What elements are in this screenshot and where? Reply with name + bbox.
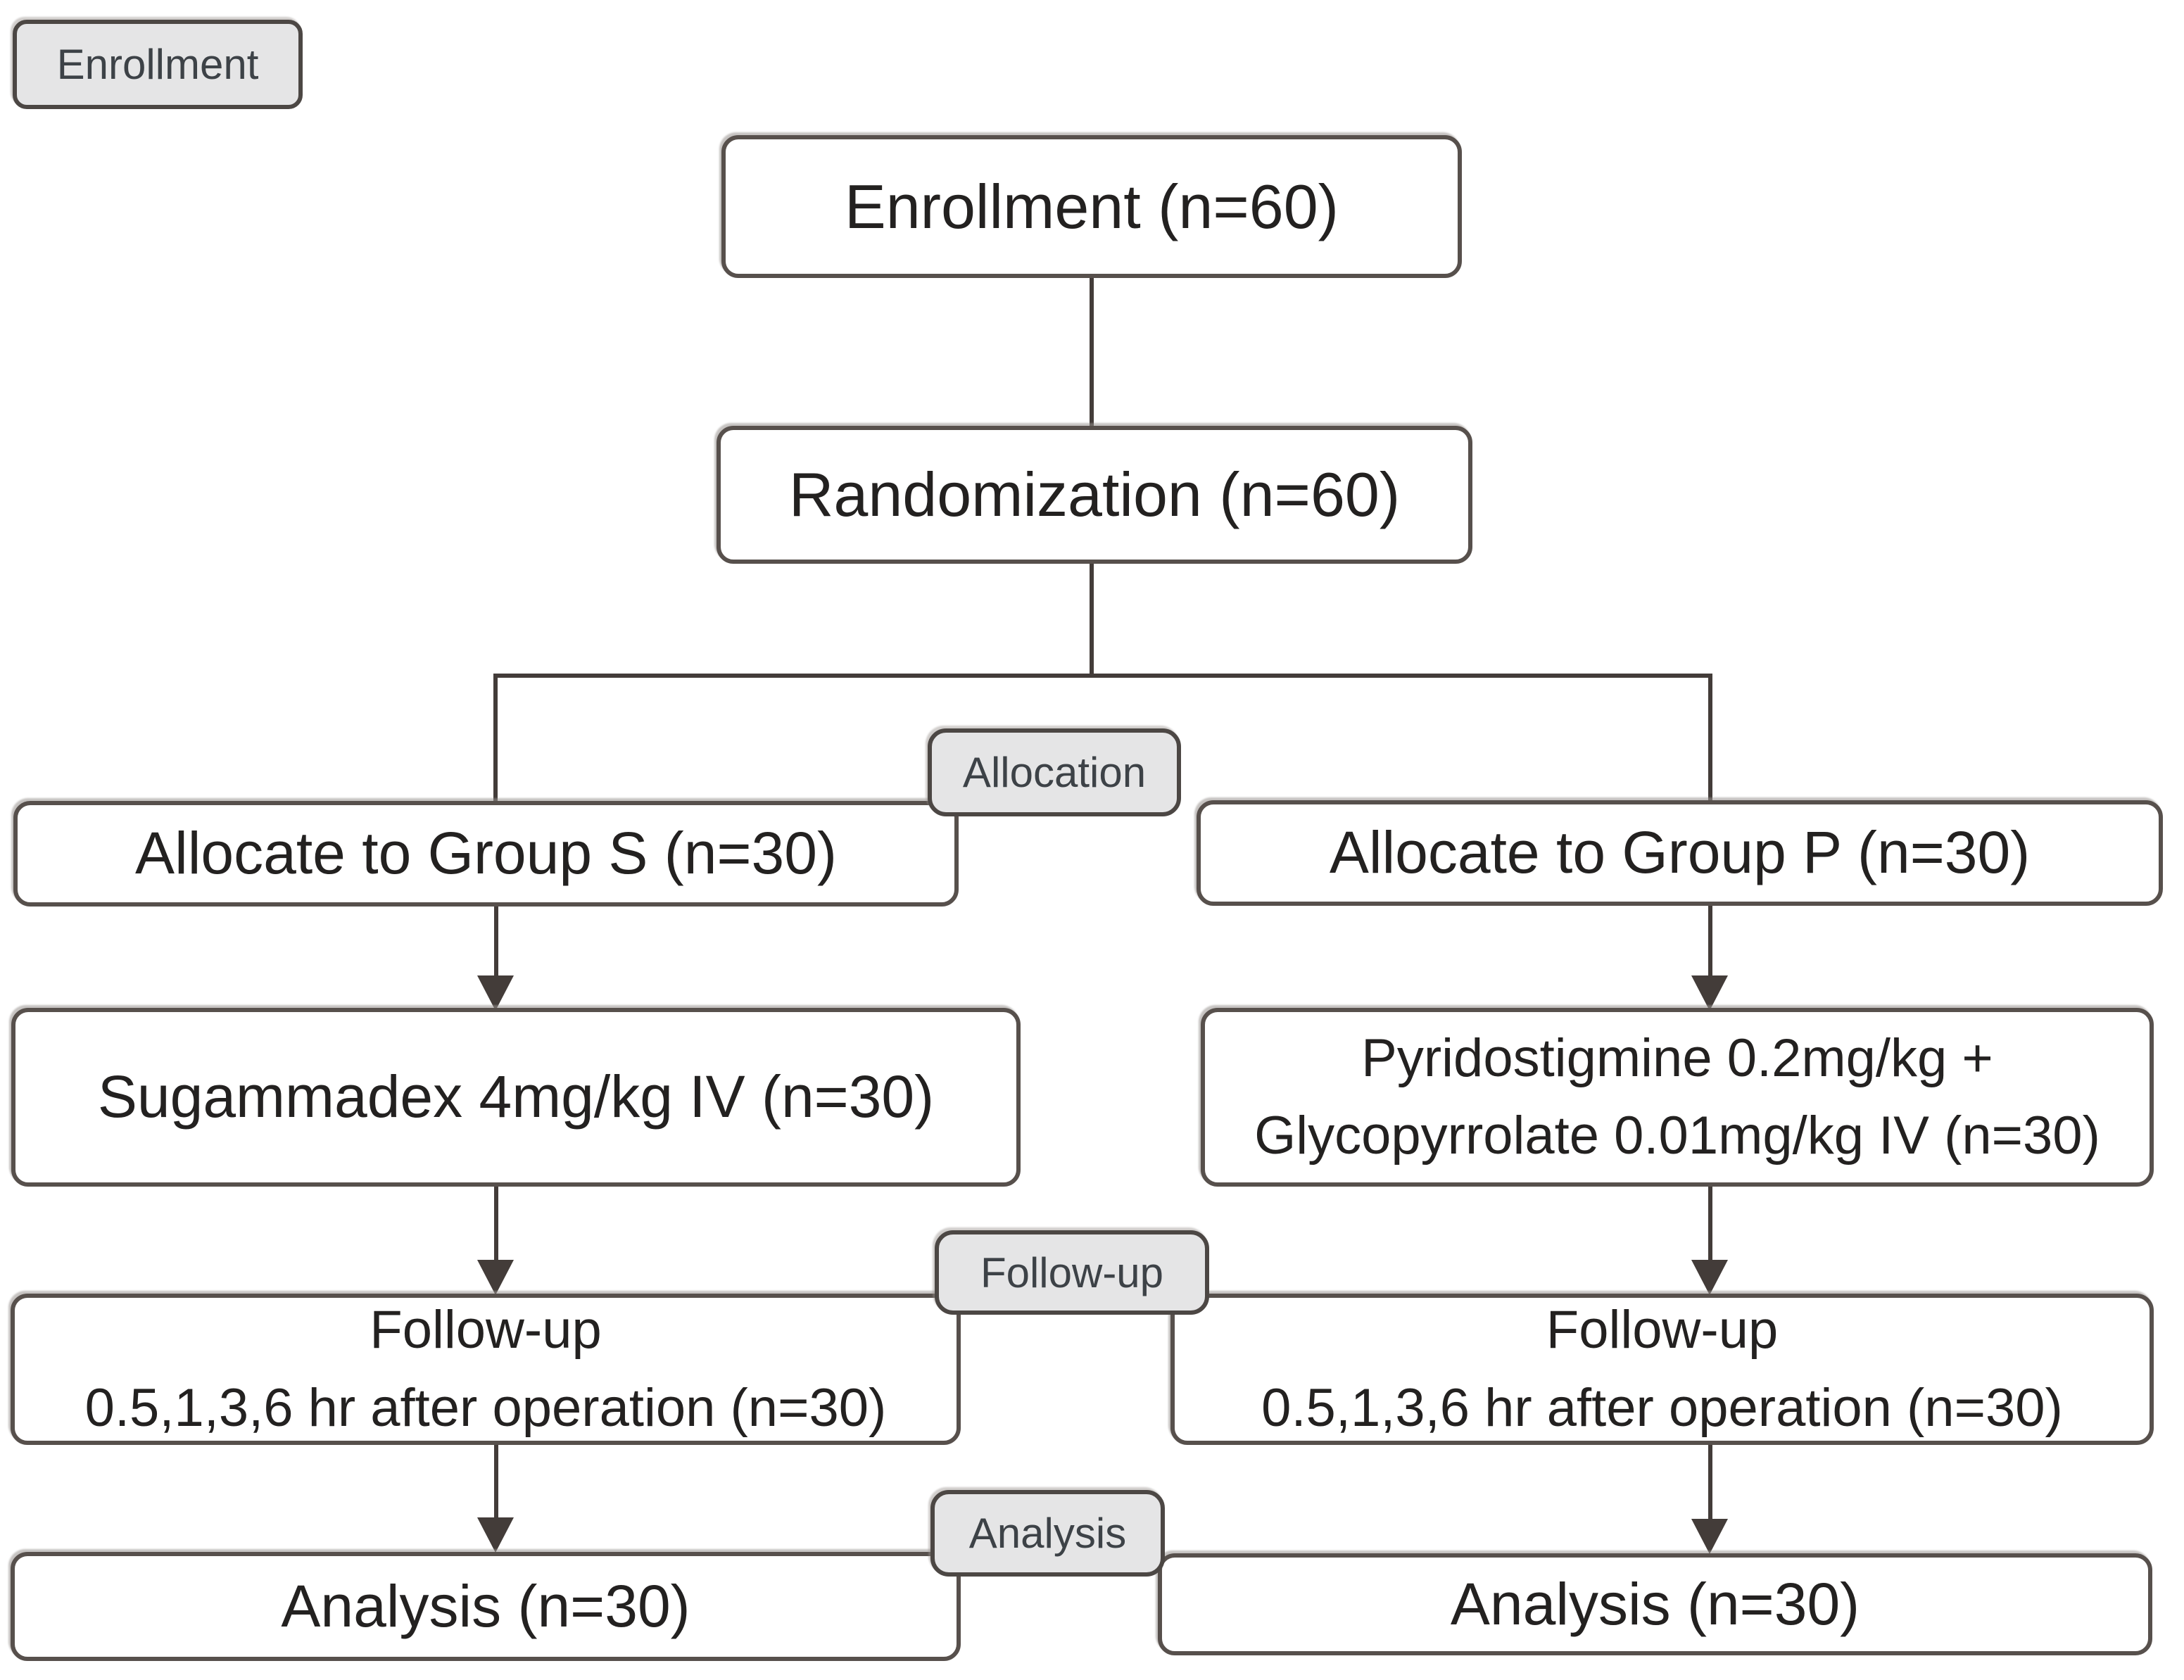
allocate-group-p-box: Allocate to Group P (n=30) bbox=[1197, 800, 2163, 906]
down-arrowhead-icon bbox=[477, 1260, 514, 1295]
followup-stage-label: Follow-up bbox=[935, 1230, 1209, 1315]
analysis-group-s-box: Analysis (n=30) bbox=[11, 1552, 961, 1661]
connector-allocate-p-to-intervention bbox=[1708, 906, 1712, 980]
enrollment-stage-tag: Enrollment bbox=[13, 20, 303, 109]
down-arrowhead-icon bbox=[1691, 1260, 1728, 1295]
down-arrowhead-icon bbox=[477, 1517, 514, 1553]
randomization-box: Randomization (n=60) bbox=[717, 426, 1472, 564]
randomization-box-label: Randomization (n=60) bbox=[788, 460, 1401, 530]
enrollment-box: Enrollment (n=60) bbox=[721, 135, 1462, 278]
connector-enrollment-to-randomization bbox=[1090, 278, 1094, 429]
analysis-group-p-box: Analysis (n=30) bbox=[1158, 1553, 2152, 1655]
sugammadex-intervention-label: Sugammadex 4mg/kg IV (n=30) bbox=[97, 1063, 935, 1130]
followup-group-s-box: Follow-up 0.5,1,3,6 hr after operation (… bbox=[11, 1294, 961, 1445]
connector-intervention-p-to-followup bbox=[1708, 1187, 1712, 1263]
down-arrowhead-icon bbox=[477, 975, 514, 1011]
pyridostigmine-intervention-line2: Glycopyrrolate 0.01mg/kg IV (n=30) bbox=[1254, 1106, 2100, 1166]
enrollment-stage-tag-label: Enrollment bbox=[56, 41, 259, 88]
connector-randomization-to-branch bbox=[1090, 562, 1094, 676]
connector-intervention-s-to-followup bbox=[494, 1187, 498, 1263]
connector-followup-s-to-analysis bbox=[494, 1445, 498, 1520]
allocation-stage-label: Allocation bbox=[928, 728, 1181, 816]
sugammadex-intervention-box: Sugammadex 4mg/kg IV (n=30) bbox=[11, 1008, 1021, 1187]
analysis-stage-label-text: Analysis bbox=[968, 1510, 1127, 1557]
analysis-group-p-label: Analysis (n=30) bbox=[1450, 1570, 1860, 1637]
followup-group-p-line2: 0.5,1,3,6 hr after operation (n=30) bbox=[1261, 1377, 2063, 1438]
down-arrowhead-icon bbox=[1691, 975, 1728, 1011]
allocate-group-s-box: Allocate to Group S (n=30) bbox=[13, 801, 959, 907]
down-arrowhead-icon bbox=[1691, 1519, 1728, 1554]
followup-group-p-box: Follow-up 0.5,1,3,6 hr after operation (… bbox=[1170, 1294, 2154, 1445]
followup-group-s-line2: 0.5,1,3,6 hr after operation (n=30) bbox=[84, 1377, 887, 1438]
enrollment-box-label: Enrollment (n=60) bbox=[845, 171, 1339, 241]
pyridostigmine-intervention-box: Pyridostigmine 0.2mg/kg + Glycopyrrolate… bbox=[1201, 1008, 2154, 1187]
analysis-stage-label: Analysis bbox=[930, 1490, 1165, 1577]
branch-horizontal-line bbox=[493, 674, 1712, 678]
followup-group-s-line1: Follow-up bbox=[370, 1300, 602, 1360]
connector-allocate-s-to-intervention bbox=[494, 907, 498, 980]
analysis-group-s-label: Analysis (n=30) bbox=[281, 1572, 690, 1639]
allocate-group-s-label: Allocate to Group S (n=30) bbox=[135, 820, 837, 887]
branch-right-drop-line bbox=[1708, 674, 1712, 803]
pyridostigmine-intervention-line1: Pyridostigmine 0.2mg/kg + bbox=[1361, 1028, 1993, 1088]
connector-followup-p-to-analysis bbox=[1708, 1445, 1712, 1521]
followup-stage-label-text: Follow-up bbox=[980, 1249, 1164, 1296]
allocation-stage-label-text: Allocation bbox=[962, 749, 1147, 796]
followup-group-p-line1: Follow-up bbox=[1546, 1300, 1779, 1360]
allocate-group-p-label: Allocate to Group P (n=30) bbox=[1329, 819, 2031, 886]
branch-left-drop-line bbox=[493, 674, 498, 803]
